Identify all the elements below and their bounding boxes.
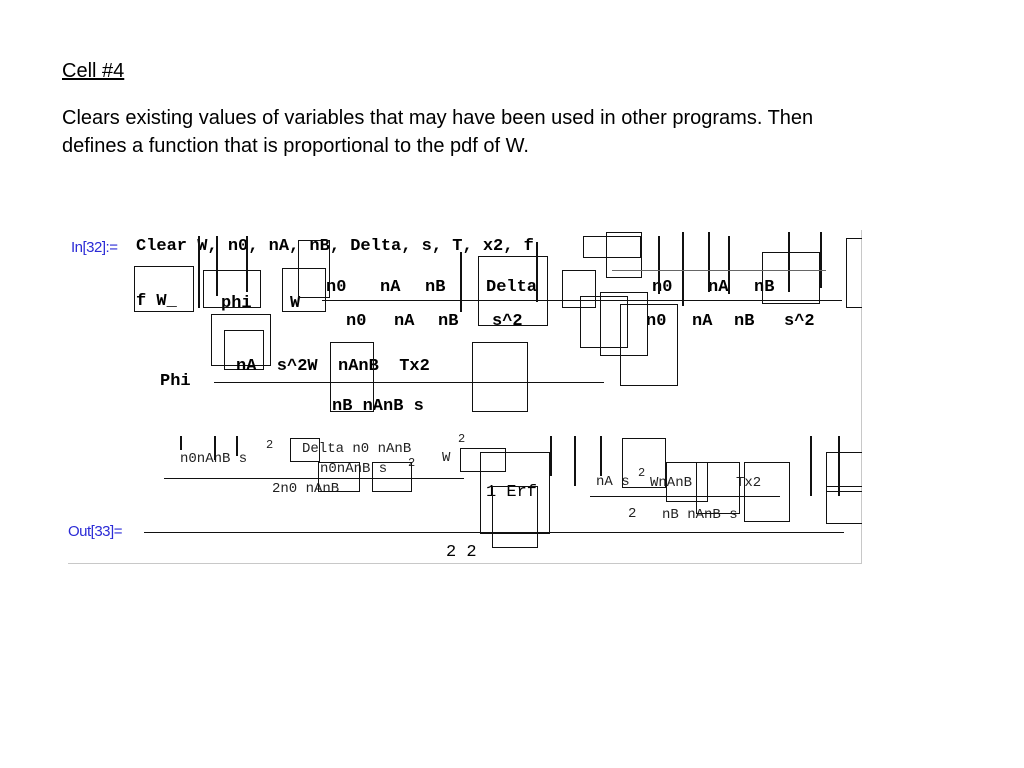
stroke xyxy=(460,252,462,312)
stroke xyxy=(574,436,576,486)
glyph-box xyxy=(846,238,862,308)
stroke xyxy=(180,436,182,450)
exponent: 2 xyxy=(458,432,465,446)
exponent: 2 xyxy=(266,438,273,452)
stroke xyxy=(536,242,538,302)
stroke xyxy=(216,236,218,296)
glyph-box xyxy=(372,462,412,492)
cell-description: Clears existing values of variables that… xyxy=(62,104,882,160)
stroke xyxy=(708,232,710,292)
stroke xyxy=(682,232,684,306)
stroke xyxy=(198,236,200,308)
glyph-box xyxy=(620,304,678,386)
term-n0: n0 xyxy=(652,278,672,297)
fraction-bar xyxy=(214,382,604,383)
out-denominator: 2 2 xyxy=(446,542,477,562)
stroke xyxy=(658,236,660,294)
glyph-box xyxy=(330,342,374,412)
term-nB: nB xyxy=(425,278,445,297)
term-nA: nA xyxy=(692,312,712,331)
term-n0: n0 xyxy=(346,312,366,331)
glyph-box xyxy=(622,438,666,488)
glyph-box xyxy=(606,232,642,278)
glyph-box xyxy=(762,252,820,304)
glyph-box xyxy=(492,486,538,548)
glyph-box xyxy=(744,462,790,522)
clear-statement: Clear W, n0, nA, nB, Delta, s, T, x2, f xyxy=(136,237,534,256)
stroke xyxy=(600,436,602,476)
out-term: 2 xyxy=(628,506,636,522)
glyph-box xyxy=(298,240,330,298)
stroke xyxy=(788,232,790,292)
rule-line xyxy=(612,270,826,271)
term-nA: nA xyxy=(394,312,414,331)
notebook-cell-image: In[32]:= Out[33]= Clear W, n0, nA, nB, D… xyxy=(68,230,862,564)
stroke xyxy=(728,236,730,294)
input-label: In[32]:= xyxy=(71,239,117,256)
stroke xyxy=(820,232,822,288)
stroke xyxy=(810,436,812,496)
term-nA: nA xyxy=(708,278,728,297)
term-nB: nB xyxy=(734,312,754,331)
cell-heading: Cell #4 xyxy=(62,60,124,83)
glyph-box xyxy=(290,438,320,462)
term-s2: s^2 xyxy=(784,312,815,331)
term-nA: nA xyxy=(380,278,400,297)
stroke xyxy=(838,436,840,496)
glyph-box xyxy=(826,486,862,524)
stroke xyxy=(236,436,238,456)
glyph-box xyxy=(318,462,360,492)
stroke xyxy=(550,436,552,476)
stroke xyxy=(246,236,248,292)
term-nB: nB xyxy=(438,312,458,331)
output-label: Out[33]= xyxy=(68,523,122,540)
glyph-box xyxy=(696,462,740,514)
glyph-box xyxy=(134,266,194,312)
glyph-box xyxy=(472,342,528,412)
out-term: W xyxy=(442,450,450,466)
stroke xyxy=(214,436,216,460)
glyph-box xyxy=(203,270,261,308)
cell-border-bottom xyxy=(68,563,862,564)
glyph-box xyxy=(478,256,548,326)
phi-function: Phi xyxy=(160,372,191,391)
fraction-bar xyxy=(164,478,464,479)
